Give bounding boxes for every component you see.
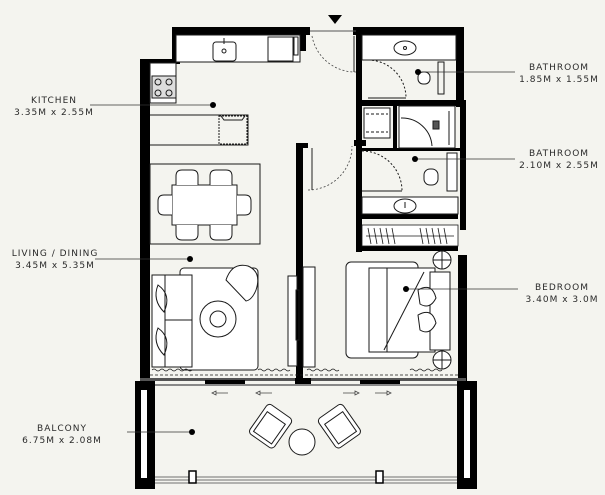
room-name: LIVING / DINING [11, 249, 99, 259]
balcony-railing [155, 476, 457, 484]
room-dimensions: 1.85M x 1.55M [519, 75, 599, 85]
utility-closet [363, 105, 456, 149]
room-name: BATHROOM [528, 63, 590, 73]
room-dimensions: 2.10M x 2.55M [519, 161, 599, 171]
bathroom-2-fixtures [361, 150, 459, 215]
room-label-bedroom: BEDROOM 3.40M x 3.0M [522, 282, 602, 306]
room-name: BALCONY [37, 424, 87, 434]
room-label-bathroom-1: BATHROOM 1.85M x 1.55M [519, 62, 599, 86]
room-label-bathroom-2: BATHROOM 2.10M x 2.55M [519, 148, 599, 172]
sliding-doors [140, 378, 466, 386]
balcony-furniture [249, 403, 361, 456]
dining-set [149, 163, 261, 245]
room-label-balcony: BALCONY 6.75M x 2.08M [18, 423, 106, 447]
bathroom-1-fixtures [361, 34, 457, 99]
room-dimensions: 3.35M x 2.55M [14, 108, 94, 118]
room-dimensions: 3.45M x 5.35M [15, 261, 95, 271]
room-dimensions: 3.40M x 3.0M [525, 295, 599, 305]
room-dimensions: 6.75M x 2.08M [22, 436, 102, 446]
walls [140, 27, 467, 385]
room-name: KITCHEN [31, 96, 77, 106]
bed [345, 250, 452, 370]
curtains [150, 368, 458, 376]
entrance-triangle [328, 15, 342, 24]
room-name: BATHROOM [528, 149, 590, 159]
room-name: BEDROOM [535, 283, 589, 293]
kitchen-area [149, 34, 301, 146]
room-label-kitchen: KITCHEN 3.35M x 2.55M [10, 95, 98, 119]
wardrobe [361, 224, 459, 247]
slide-arrows [211, 390, 392, 396]
living-furniture [151, 264, 316, 371]
room-label-living: LIVING / DINING 3.45M x 5.35M [8, 248, 102, 272]
